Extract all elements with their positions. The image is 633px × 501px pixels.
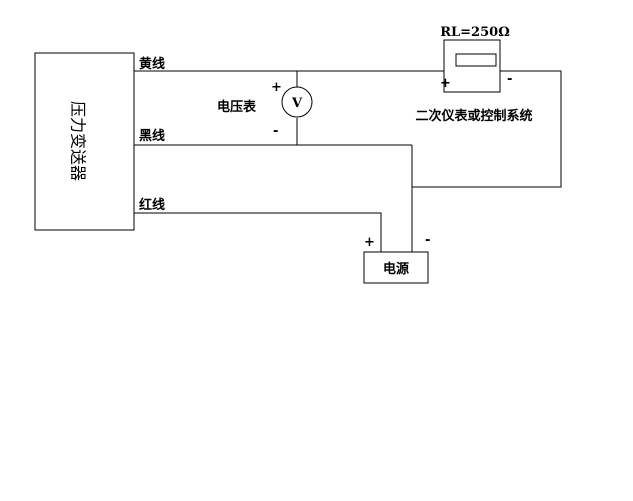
transmitter-box xyxy=(34,52,135,231)
power-supply: 电源 + - xyxy=(363,233,430,284)
pressure-transmitter: 压力变送器 xyxy=(34,52,135,231)
power-plus-sign: + xyxy=(364,235,375,250)
voltmeter: V 电压表 + - xyxy=(217,80,313,139)
power-minus-sign: - xyxy=(425,233,430,248)
yellow-wire-label: 黄线 xyxy=(139,56,165,72)
instrument-label: 二次仪表或控制系统 xyxy=(415,108,532,124)
instrument-return-wire xyxy=(412,70,562,188)
red-wire xyxy=(134,212,382,252)
power-box xyxy=(363,251,429,284)
black-wire-label: 黑线 xyxy=(139,128,165,144)
voltmeter-symbol xyxy=(281,86,313,118)
voltmeter-label: 电压表 xyxy=(217,99,257,115)
transmitter-label: 压力变送器 xyxy=(69,101,88,181)
voltmeter-minus-sign: - xyxy=(273,124,278,139)
instrument-display xyxy=(455,53,497,67)
wires xyxy=(134,70,562,252)
red-wire-label: 红线 xyxy=(139,197,165,213)
instrument-plus-sign: + xyxy=(440,76,451,91)
instrument-minus-sign: - xyxy=(507,72,512,87)
voltmeter-plus-sign: + xyxy=(271,80,282,95)
power-label: 电源 xyxy=(383,261,409,277)
voltmeter-v-icon: V xyxy=(291,96,303,111)
secondary-instrument: RL=250Ω 二次仪表或控制系统 + - xyxy=(415,25,532,124)
load-resistance-label: RL=250Ω xyxy=(440,25,510,40)
